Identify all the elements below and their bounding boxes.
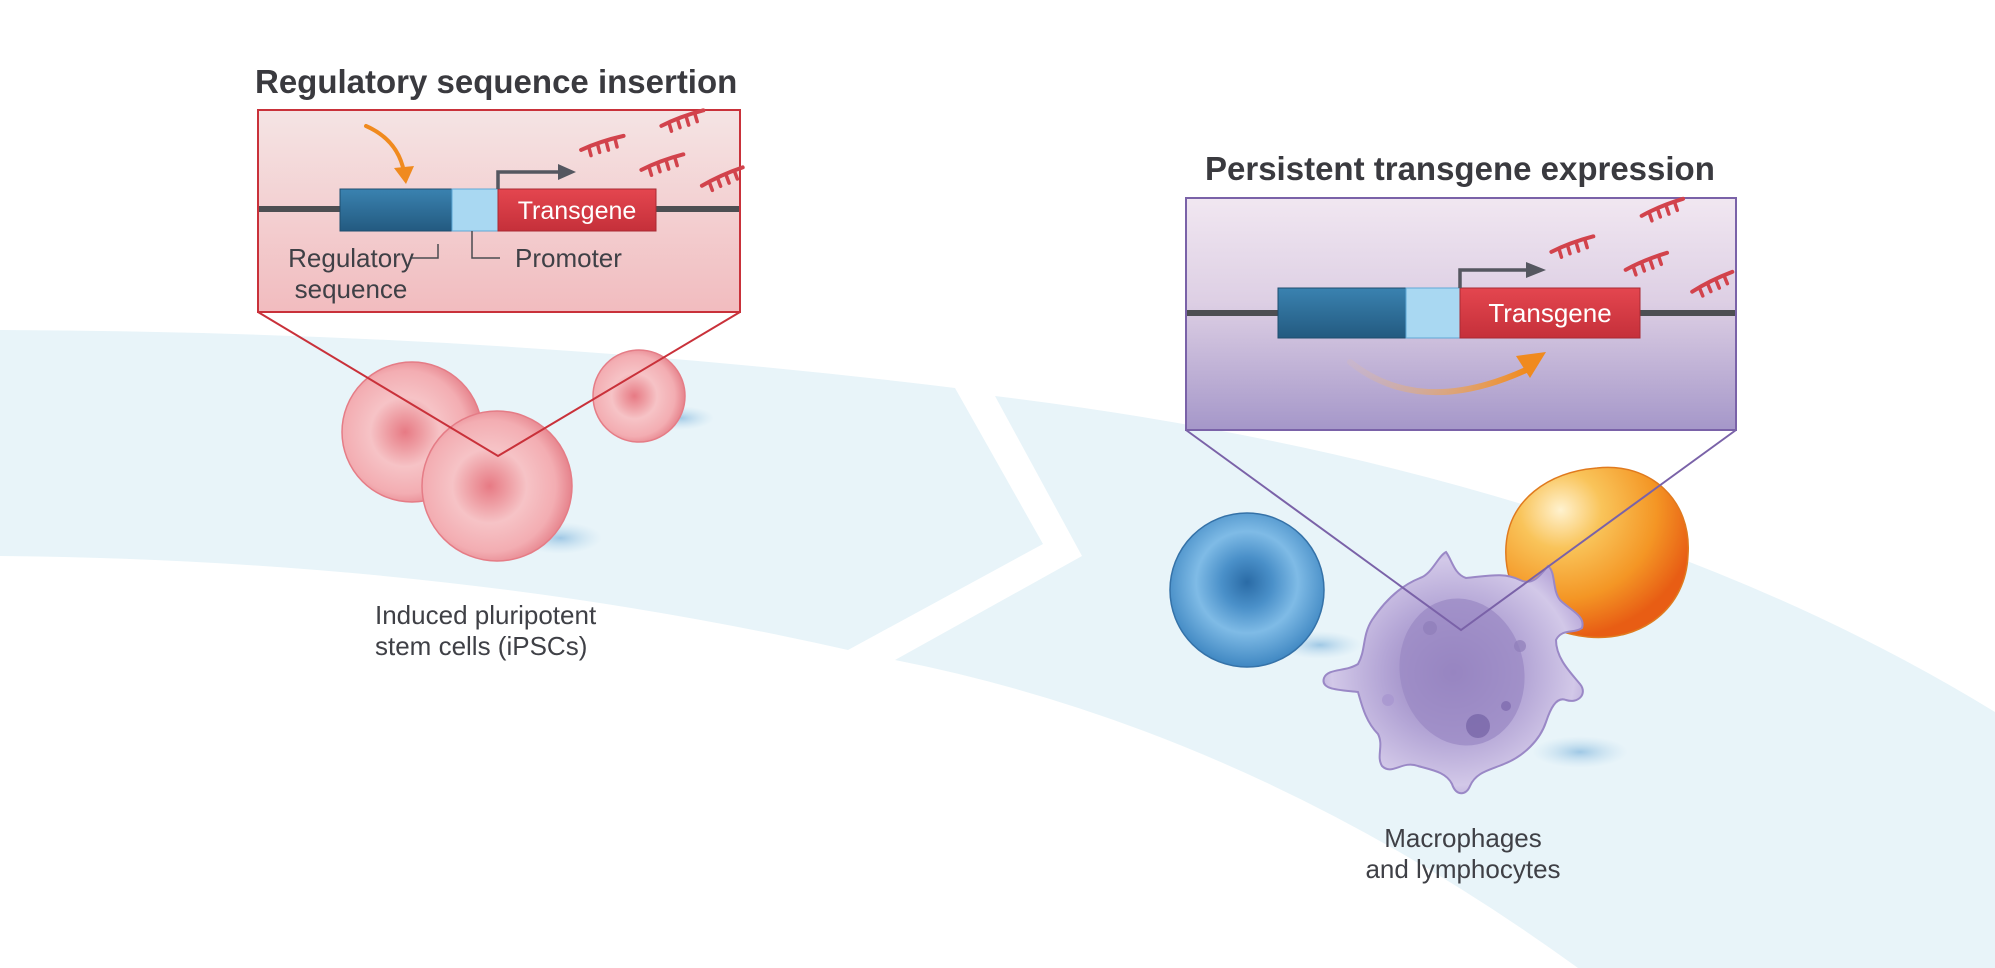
promoter-block — [1405, 287, 1461, 339]
regulatory-sequence-block — [339, 188, 453, 232]
ipsc-cells — [341, 349, 714, 562]
ipsc-label-line1: Induced pluripotent — [375, 600, 597, 630]
ipsc-cell — [421, 410, 573, 562]
insertion-arrow-icon — [364, 124, 406, 174]
transgene-block — [1459, 287, 1641, 339]
regulatory-sequence-block — [1277, 287, 1407, 339]
promoter-label: Promoter — [515, 243, 622, 273]
regulatory-sequence-label-line1: Regulatory — [288, 243, 414, 273]
immune-cells-label-line2: and lymphocytes — [1365, 854, 1561, 884]
regulatory-sequence-label: Regulatory sequence — [270, 243, 432, 305]
ipsc-cell — [592, 349, 686, 443]
transgene-block — [497, 188, 657, 232]
ipsc-label: Induced pluripotent stem cells (iPSCs) — [375, 600, 596, 662]
immune-cells — [1169, 466, 1689, 795]
promoter-block — [451, 188, 499, 232]
ipsc-label-line2: stem cells (iPSCs) — [375, 631, 588, 661]
right-panel-title: Persistent transgene expression — [1205, 150, 1715, 187]
regulatory-sequence-label-line2: sequence — [294, 274, 408, 304]
right-transgene-label: Transgene — [1488, 298, 1612, 328]
right-callout-panel — [1185, 196, 1739, 632]
immune-cells-label-line1: Macrophages — [1384, 823, 1542, 853]
left-transgene-label: Transgene — [517, 197, 637, 225]
transcription-start-arrow-icon — [1458, 268, 1528, 288]
left-panel-title: Regulatory sequence insertion — [255, 63, 738, 100]
lymphocyte-cell — [1169, 512, 1325, 668]
immune-cells-label: Macrophages and lymphocytes — [1340, 823, 1586, 885]
transcription-start-arrow-icon — [496, 170, 560, 189]
left-callout-panel — [257, 108, 749, 458]
expression-arrow-icon — [1347, 359, 1529, 396]
